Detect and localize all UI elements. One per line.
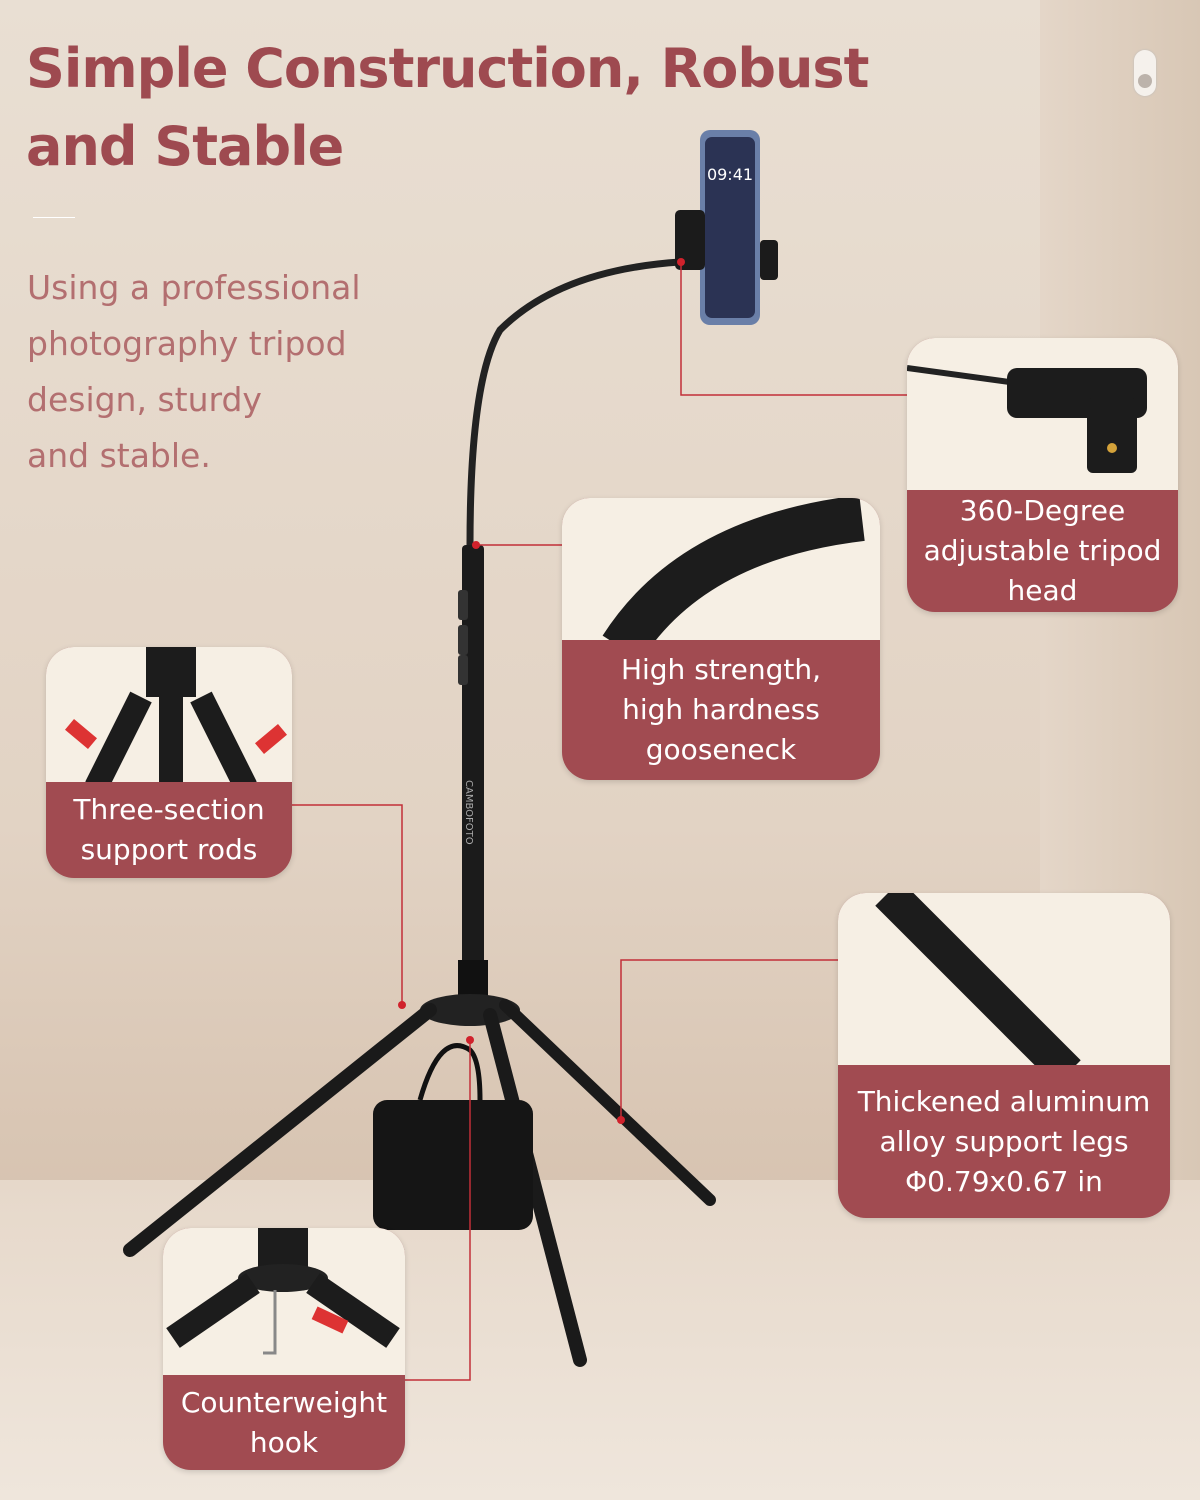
leg [483,1008,587,1367]
feature-image [838,893,1170,1086]
headline-line-2: and Stable [26,115,344,178]
feature-text: 360-Degree [959,494,1126,527]
toggle-knob [1138,74,1152,88]
feature-text: adjustable tripod [923,534,1162,567]
feature-text: gooseneck [645,733,797,766]
toggle-switch[interactable] [1134,50,1156,96]
headline-line-1: Simple Construction, Robust [26,37,869,100]
feature-text: Three-section [73,793,265,826]
phone-time: 09:41 [707,165,753,184]
description-line: and stable. [27,436,211,475]
feature-text: Counterweight [180,1385,388,1419]
feature-image [907,338,1178,490]
description: Using a professional photography tripod … [27,260,427,484]
description-line: design, sturdy [27,380,262,419]
feature-image [562,498,880,661]
leg [123,1003,437,1257]
feature-text: head [1007,574,1078,607]
feature-text: Thickened aluminum [857,1084,1151,1118]
feature-card-hook: Counterweight hook [163,1228,405,1470]
feature-card-gooseneck: High strength, high hardness gooseneck [562,498,880,780]
feature-image [163,1228,405,1375]
feature-text: high hardness [622,693,820,726]
leg [499,999,716,1206]
feature-card-tripod-head: 360-Degree adjustable tripod head [907,338,1178,612]
pole-brand: CAMBOFOTO [463,780,474,845]
feature-text: support rods [80,833,258,866]
headline: Simple Construction, Robust and Stable [26,30,986,186]
feature-image [46,647,292,793]
feature-text: alloy support legs [879,1124,1129,1158]
description-line: photography tripod [27,324,347,363]
feature-text: hook [249,1425,319,1459]
description-line: Using a professional [27,268,361,307]
feature-text: Φ0.79x0.67 in [905,1164,1103,1198]
divider [33,217,75,218]
feature-text: High strength, [620,653,822,686]
sandbag [373,1100,533,1230]
feature-card-support-rods: Three-section support rods [46,647,292,878]
gooseneck [466,258,681,546]
feature-card-legs: Thickened aluminum alloy support legs Φ0… [838,893,1170,1218]
phone-clamp [675,210,705,270]
